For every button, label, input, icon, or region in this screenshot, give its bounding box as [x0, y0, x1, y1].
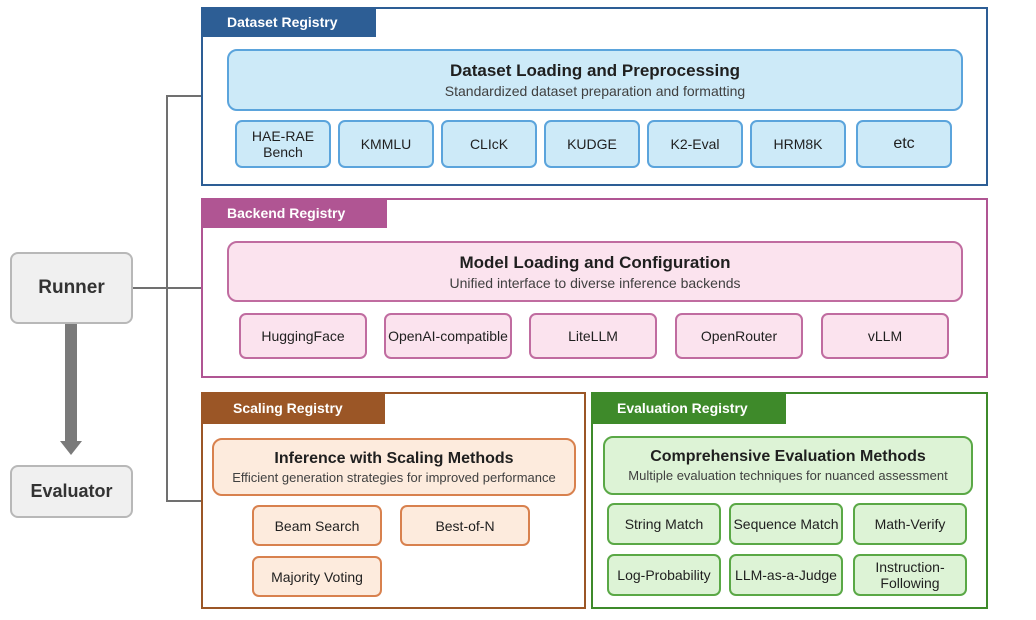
evaluation-header-subtitle: Multiple evaluation techniques for nuanc… — [628, 468, 948, 483]
evaluator-box[interactable]: Evaluator — [10, 465, 133, 518]
backend-header-box: Model Loading and Configuration Unified … — [227, 241, 963, 302]
backend-registry-tab: Backend Registry — [201, 198, 387, 228]
dataset-registry-panel: Dataset Registry Dataset Loading and Pre… — [201, 7, 988, 186]
dataset-item-etc[interactable]: etc — [856, 120, 952, 168]
backend-registry-panel: Backend Registry Model Loading and Confi… — [201, 198, 988, 378]
runner-label: Runner — [38, 277, 105, 298]
evaluation-item-llm-as-a-judge[interactable]: LLM-as-a-Judge — [729, 554, 843, 596]
backend-item-openrouter[interactable]: OpenRouter — [675, 313, 803, 359]
scaling-header-title: Inference with Scaling Methods — [274, 449, 514, 467]
runner-box[interactable]: Runner — [10, 252, 133, 324]
runner-to-evaluator-arrow — [65, 324, 77, 442]
dataset-item-kudge[interactable]: KUDGE — [544, 120, 640, 168]
evaluation-item-instruction-following[interactable]: Instruction-Following — [853, 554, 967, 596]
arrow-head-icon — [60, 441, 82, 455]
connector-to-scaling — [166, 500, 202, 502]
evaluation-registry-panel: Evaluation Registry Comprehensive Evalua… — [591, 392, 988, 609]
connector-vertical — [166, 95, 168, 501]
backend-item-litellm[interactable]: LiteLLM — [529, 313, 657, 359]
evaluation-item-string-match[interactable]: String Match — [607, 503, 721, 545]
dataset-header-title: Dataset Loading and Preprocessing — [449, 61, 740, 80]
dataset-item-kmmlu[interactable]: KMMLU — [338, 120, 434, 168]
dataset-registry-tab: Dataset Registry — [201, 7, 376, 37]
scaling-item-best-of-n[interactable]: Best-of-N — [400, 505, 530, 546]
backend-item-huggingface[interactable]: HuggingFace — [239, 313, 367, 359]
scaling-item-beam-search[interactable]: Beam Search — [252, 505, 382, 546]
backend-item-vllm[interactable]: vLLM — [821, 313, 949, 359]
scaling-registry-tab: Scaling Registry — [201, 392, 385, 424]
scaling-header-box: Inference with Scaling Methods Efficient… — [212, 438, 576, 496]
dataset-item-k2-eval[interactable]: K2-Eval — [647, 120, 743, 168]
backend-header-title: Model Loading and Configuration — [459, 252, 731, 272]
dataset-item-click[interactable]: CLIcK — [441, 120, 537, 168]
dataset-header-box: Dataset Loading and Preprocessing Standa… — [227, 49, 963, 111]
evaluation-item-log-probability[interactable]: Log-Probability — [607, 554, 721, 596]
backend-header-subtitle: Unified interface to diverse inference b… — [449, 274, 741, 291]
scaling-header-subtitle: Efficient generation strategies for impr… — [232, 469, 556, 485]
evaluation-header-box: Comprehensive Evaluation Methods Multipl… — [603, 436, 973, 495]
connector-to-dataset — [166, 95, 202, 97]
evaluation-header-title: Comprehensive Evaluation Methods — [650, 448, 926, 465]
backend-item-openai-compatible[interactable]: OpenAI-compatible — [384, 313, 512, 359]
scaling-registry-panel: Scaling Registry Inference with Scaling … — [201, 392, 586, 609]
evaluation-registry-tab: Evaluation Registry — [591, 392, 786, 424]
scaling-item-majority-voting[interactable]: Majority Voting — [252, 556, 382, 597]
dataset-header-subtitle: Standardized dataset preparation and for… — [444, 83, 746, 99]
dataset-item-hae-rae-bench[interactable]: HAE-RAE Bench — [235, 120, 331, 168]
evaluation-item-math-verify[interactable]: Math-Verify — [853, 503, 967, 545]
connector-runner — [132, 287, 202, 289]
evaluation-item-sequence-match[interactable]: Sequence Match — [729, 503, 843, 545]
dataset-item-hrm8k[interactable]: HRM8K — [750, 120, 846, 168]
evaluator-label: Evaluator — [30, 481, 113, 501]
